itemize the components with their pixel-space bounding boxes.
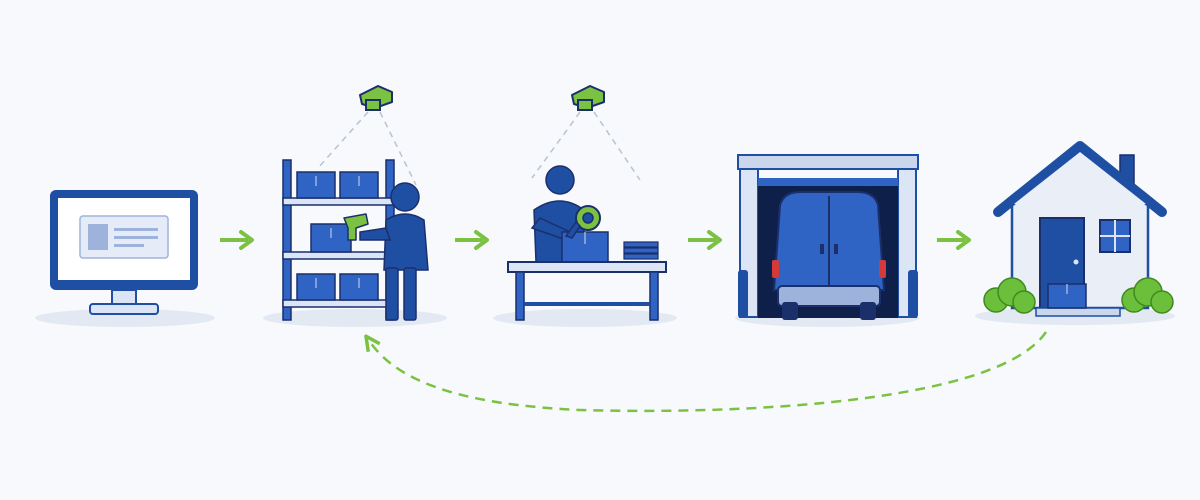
stage-online-order: [35, 190, 215, 327]
stage-loading-dock: [735, 154, 919, 327]
flat-box-stack: [623, 241, 659, 260]
van-icon: [772, 191, 886, 320]
arrow-right-icon: [455, 230, 489, 250]
shelf-boxes: [296, 171, 379, 301]
stage-customer-home: [975, 141, 1175, 325]
barcode-scanner-icon: [343, 213, 369, 241]
stage-warehouse-picking: [263, 85, 447, 327]
arrow-right-icon: [688, 230, 722, 250]
shelf-icon: [282, 159, 395, 321]
house-icon: [993, 141, 1167, 317]
ground-shadow: [493, 309, 677, 327]
arrow-right-icon: [220, 230, 254, 250]
security-camera-icon: [531, 85, 641, 181]
bush-left: [983, 277, 1036, 314]
worker-icon: [359, 182, 429, 321]
parcel-icon: [1047, 283, 1087, 309]
bush-right: [1121, 277, 1174, 314]
return-arrow-icon: [370, 331, 1048, 413]
arrow-right-icon: [937, 230, 971, 250]
stage-packing-station: [493, 85, 677, 327]
packing-table-icon: [507, 261, 667, 321]
monitor-icon: [50, 190, 198, 315]
tape-dispenser-icon: [564, 205, 601, 239]
security-camera-icon: [317, 85, 417, 186]
ground-shadow: [35, 309, 215, 327]
ground-shadow: [263, 309, 447, 327]
